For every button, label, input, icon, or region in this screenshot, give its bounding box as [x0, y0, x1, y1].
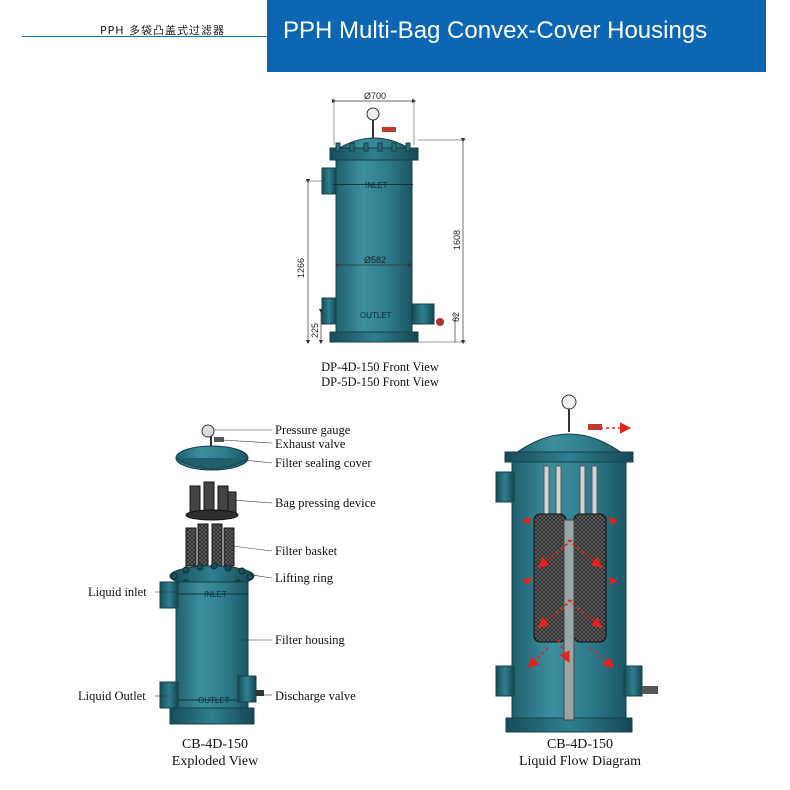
label-pressure-gauge: Pressure gauge — [275, 423, 351, 437]
page-title: PPH Multi-Bag Convex-Cover Housings — [283, 17, 708, 44]
dim-height-inlet: 1266 — [296, 258, 306, 278]
front-view-caption-line1: DP-4D-150 Front View — [321, 360, 439, 374]
exploded-view-drawing: INLET OUTLET — [155, 424, 273, 725]
header-rule — [22, 36, 267, 37]
label-filter-basket: Filter basket — [275, 544, 338, 558]
label-sealing-cover: Filter sealing cover — [275, 456, 372, 470]
label-filter-housing: Filter housing — [275, 633, 345, 647]
label-bag-pressing: Bag pressing device — [275, 496, 376, 510]
label-discharge-valve: Discharge valve — [275, 689, 356, 703]
label-liquid-inlet: Liquid inlet — [88, 585, 147, 599]
front-view-caption: DP-4D-150 Front View DP-5D-150 Front Vie… — [290, 360, 470, 390]
header-subtitle: PPH 多袋凸盖式过滤器 — [100, 24, 226, 37]
front-outlet-text: OUTLET — [360, 311, 392, 320]
dim-diameter-top: Ø700 — [364, 91, 386, 101]
dim-height-outlet: 225 — [310, 323, 320, 338]
front-view-drawing: INLET OUTLET Ø700 Ø582 1608 1266 225 62 — [296, 91, 466, 345]
dim-height-total: 1608 — [452, 230, 462, 250]
flow-diagram-drawing — [495, 394, 658, 733]
exploded-view-caption: CB-4D-150 Exploded View — [140, 736, 290, 770]
dim-diameter-body: Ø582 — [364, 255, 386, 265]
header-banner — [267, 0, 766, 72]
flow-diagram-caption-line1: CB-4D-150 — [546, 737, 614, 752]
front-view-caption-line2: DP-5D-150 Front View — [321, 375, 439, 389]
front-inlet-text: INLET — [365, 181, 388, 190]
label-lifting-ring: Lifting ring — [275, 571, 333, 585]
flow-diagram-caption-line2: Liquid Flow Diagram — [518, 754, 642, 769]
exploded-view-caption-line2: Exploded View — [171, 754, 259, 769]
dim-height-base: 62 — [451, 312, 461, 322]
label-exhaust-valve: Exhaust valve — [275, 437, 346, 451]
exploded-inlet-text: INLET — [204, 590, 227, 599]
exploded-outlet-text: OUTLET — [198, 696, 230, 705]
label-liquid-outlet: Liquid Outlet — [78, 689, 146, 703]
exploded-view-caption-line1: CB-4D-150 — [181, 737, 249, 752]
flow-diagram-caption: CB-4D-150 Liquid Flow Diagram — [490, 736, 670, 770]
